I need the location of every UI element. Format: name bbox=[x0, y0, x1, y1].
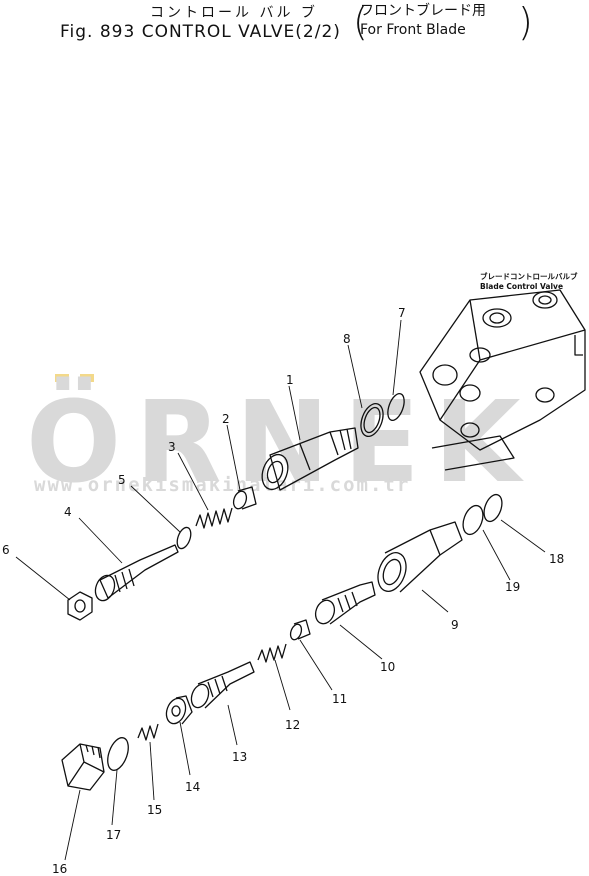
subtitle-japanese: フロントブレード用 bbox=[360, 3, 486, 19]
right-parenthesis: ) bbox=[518, 0, 533, 44]
part-number-label: 16 bbox=[52, 862, 68, 876]
part-number-label: 17 bbox=[106, 828, 122, 842]
subtitle-block: フロントブレード用 For Front Blade bbox=[360, 2, 486, 40]
part-number-label: 12 bbox=[285, 718, 301, 732]
o-ring-19 bbox=[462, 504, 484, 536]
watermark-umlaut-dot-left bbox=[55, 374, 69, 382]
part-number-label: 15 bbox=[147, 803, 163, 817]
blade-control-valve-label: ブレードコントロールバルブ Blade Control Valve bbox=[480, 272, 578, 292]
part-number-label: 7 bbox=[398, 306, 406, 320]
watermark-url: www.ornekismakinalari.com.tr bbox=[34, 474, 411, 496]
sleeve-1 bbox=[261, 427, 359, 491]
part-number-label: 3 bbox=[168, 440, 176, 454]
plug-16 bbox=[61, 743, 105, 791]
part-number-label: 2 bbox=[222, 412, 230, 426]
blade-control-valve-label-en: Blade Control Valve bbox=[480, 282, 564, 291]
spring-3 bbox=[195, 507, 233, 529]
part-number-label: 5 bbox=[118, 473, 126, 487]
part-number-label: 4 bbox=[64, 505, 72, 519]
sleeve-9 bbox=[377, 521, 463, 593]
o-ring-8 bbox=[360, 403, 384, 437]
part-number-label: 10 bbox=[380, 660, 396, 674]
spacer-2 bbox=[232, 486, 257, 510]
part-number-label: 18 bbox=[549, 552, 565, 566]
leader-lines bbox=[15, 319, 546, 861]
watermark-umlaut-dot-right bbox=[80, 374, 94, 382]
part-number-label: 14 bbox=[185, 780, 201, 794]
spool-10 bbox=[314, 581, 376, 625]
spring-12 bbox=[257, 643, 287, 663]
nut-6 bbox=[67, 591, 93, 621]
blade-control-valve-label-jp: ブレードコントロールバルブ bbox=[480, 272, 578, 281]
seat-14 bbox=[165, 695, 193, 725]
valve-body bbox=[419, 289, 586, 451]
title-japanese: コントロール バル ブ bbox=[150, 5, 318, 21]
part-number-label: 13 bbox=[232, 750, 248, 764]
spacer-11 bbox=[289, 619, 311, 641]
figure-title: Fig. 893 CONTROL VALVE(2/2) bbox=[60, 22, 341, 42]
body-leader-bracket bbox=[431, 435, 515, 471]
plunger-4 bbox=[94, 544, 179, 602]
o-ring-5 bbox=[176, 526, 192, 550]
part-number-label: 1 bbox=[286, 373, 294, 387]
o-ring-7 bbox=[387, 392, 405, 422]
part-number-label: 11 bbox=[332, 692, 348, 706]
watermark-brand: ÖRNEK bbox=[26, 378, 535, 508]
part-number-label: 9 bbox=[451, 618, 459, 632]
left-parenthesis: ( bbox=[353, 0, 368, 44]
spring-15 bbox=[137, 723, 159, 741]
o-ring-17 bbox=[107, 737, 129, 771]
part-number-label: 6 bbox=[2, 543, 10, 557]
o-ring-18 bbox=[483, 493, 503, 523]
part-number-label: 8 bbox=[343, 332, 351, 346]
subtitle-english: For Front Blade bbox=[360, 22, 466, 38]
poppet-13 bbox=[190, 661, 255, 709]
part-number-label: 19 bbox=[505, 580, 521, 594]
